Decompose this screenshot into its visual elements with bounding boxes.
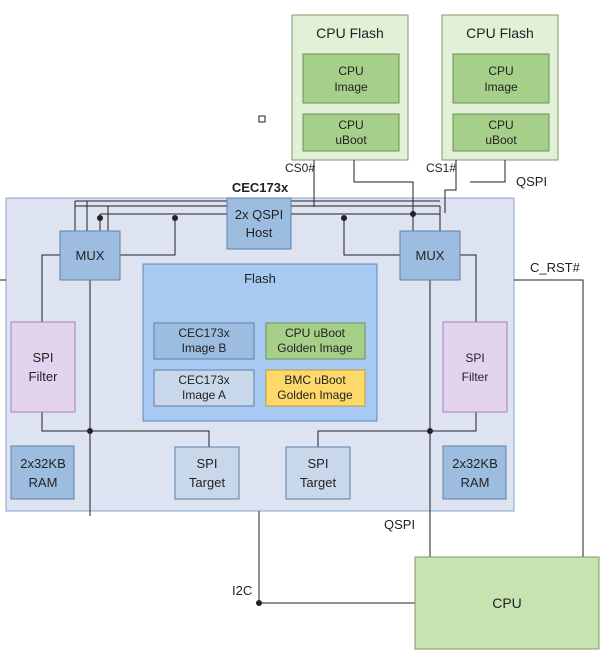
spi-target-left bbox=[174, 446, 240, 500]
cpu-flash-2: CPU Flash CPU Image CPU uBoot bbox=[441, 14, 559, 161]
cpu-golden-line2: Golden Image bbox=[277, 341, 353, 355]
cs1-label: CS1# bbox=[426, 161, 456, 175]
spi-filter-left-line2: Filter bbox=[29, 369, 59, 384]
cpu-flash-1-title: CPU Flash bbox=[316, 25, 384, 41]
ram-right-line2: RAM bbox=[461, 475, 490, 490]
chip-title: CEC173x bbox=[232, 180, 289, 195]
bmc-golden-line1: BMC uBoot bbox=[284, 373, 346, 387]
cpu-flash-1: CPU Flash CPU Image CPU uBoot bbox=[291, 14, 409, 161]
qspi-host-line2: Host bbox=[246, 225, 273, 240]
ram-left-line2: RAM bbox=[29, 475, 58, 490]
cpu-flash-1-image bbox=[302, 53, 400, 104]
cpu-flash-2-image-line1: CPU bbox=[488, 64, 513, 78]
stray-marker bbox=[258, 115, 266, 123]
spi-target-right bbox=[285, 446, 351, 500]
cs0-label: CS0# bbox=[285, 161, 315, 175]
spi-filter-left-line1: SPI bbox=[33, 350, 54, 365]
bmc-golden-line2: Golden Image bbox=[277, 388, 353, 402]
image-b-line1: CEC173x bbox=[178, 326, 229, 340]
internal-flash-title: Flash bbox=[244, 271, 276, 286]
spi-filter-right bbox=[442, 321, 508, 413]
mux-left-label: MUX bbox=[76, 248, 105, 263]
cpu-uboot-golden-block bbox=[265, 322, 366, 360]
image-b-line2: Image B bbox=[182, 341, 227, 355]
cpu-flash-1-image-line1: CPU bbox=[338, 64, 363, 78]
cpu-golden-line1: CPU uBoot bbox=[285, 326, 346, 340]
cpu-flash-2-uboot-line1: CPU bbox=[488, 118, 513, 132]
image-a-line2: Image A bbox=[182, 388, 226, 402]
spi-target-right-line1: SPI bbox=[308, 456, 329, 471]
cpu-flash-2-title: CPU Flash bbox=[466, 25, 534, 41]
cpu-flash-1-uboot bbox=[302, 113, 400, 152]
cpu-flash-1-uboot-line2: uBoot bbox=[335, 133, 367, 147]
ram-left bbox=[10, 445, 75, 500]
spi-filter-right-line2: Filter bbox=[462, 370, 489, 384]
image-a-block bbox=[153, 369, 255, 407]
cpu-label: CPU bbox=[492, 595, 522, 611]
junction-dots bbox=[87, 211, 433, 606]
mux-right-label: MUX bbox=[416, 248, 445, 263]
bmc-uboot-golden-block bbox=[265, 369, 366, 407]
cpu-flash-2-image-line2: Image bbox=[484, 80, 518, 94]
ram-right-line1: 2x32KB bbox=[452, 456, 498, 471]
spi-target-right-line2: Target bbox=[300, 475, 337, 490]
qspi-host-line1: 2x QSPI bbox=[235, 207, 283, 222]
cpu-flash-2-uboot bbox=[452, 113, 550, 152]
c-rst-label: C_RST# bbox=[530, 260, 581, 275]
spi-filter-right-line1: SPI bbox=[465, 351, 484, 365]
cpu-flash-2-image bbox=[452, 53, 550, 104]
i2c-label: I2C bbox=[232, 583, 252, 598]
qspi-host bbox=[226, 197, 292, 250]
qspi-top-label: QSPI bbox=[516, 174, 547, 189]
cpu-block bbox=[414, 556, 600, 650]
cpu-flash-2-uboot-line2: uBoot bbox=[485, 133, 517, 147]
ram-left-line1: 2x32KB bbox=[20, 456, 66, 471]
spi-filter-left bbox=[10, 321, 76, 413]
ram-right bbox=[442, 445, 507, 500]
cpu-flash-1-image-line2: Image bbox=[334, 80, 368, 94]
spi-target-left-line2: Target bbox=[189, 475, 226, 490]
mux-right bbox=[399, 230, 461, 281]
image-b-block bbox=[153, 322, 255, 360]
qspi-bottom-label: QSPI bbox=[384, 517, 415, 532]
mux-left bbox=[59, 230, 121, 281]
spi-target-left-line1: SPI bbox=[197, 456, 218, 471]
image-a-line1: CEC173x bbox=[178, 373, 229, 387]
cpu-flash-1-uboot-line1: CPU bbox=[338, 118, 363, 132]
